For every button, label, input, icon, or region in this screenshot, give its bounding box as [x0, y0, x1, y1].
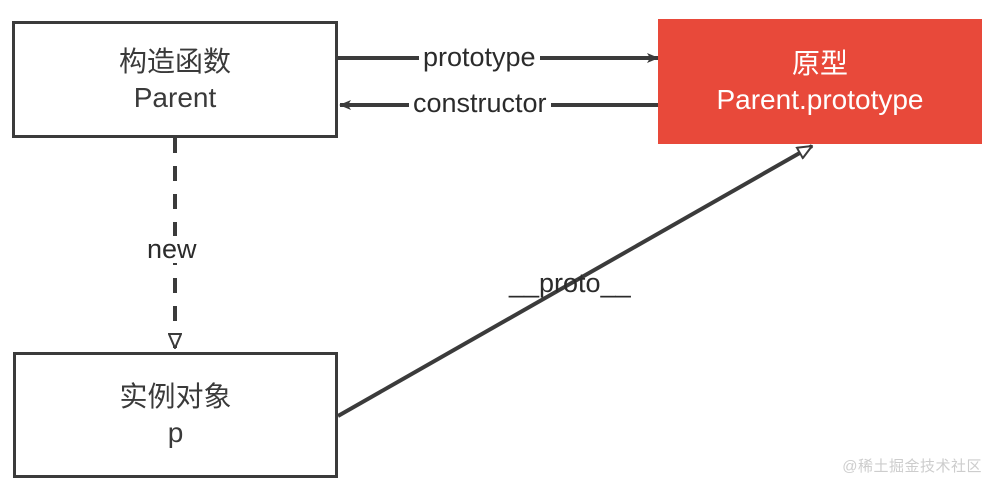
node-instance-line1: 实例对象: [119, 381, 232, 413]
node-prototype[interactable]: 原型 Parent.prototype: [658, 19, 982, 144]
node-instance-line2: p: [167, 417, 184, 448]
node-constructor[interactable]: 构造函数 Parent: [12, 21, 338, 138]
watermark: @稀土掘金技术社区: [842, 458, 982, 475]
node-constructor-line1: 构造函数: [118, 45, 231, 77]
edge-label-new: new: [143, 236, 201, 263]
edge-label-prototype: prototype: [419, 44, 540, 71]
node-instance[interactable]: 实例对象 p: [13, 352, 338, 478]
node-prototype-line2: Parent.prototype: [716, 83, 924, 115]
edge-label-proto: __proto__: [509, 268, 631, 298]
edge-proto: [337, 144, 812, 418]
node-prototype-line1: 原型: [791, 47, 848, 79]
edge-label-constructor: constructor: [409, 90, 551, 117]
node-constructor-line2: Parent: [133, 81, 217, 113]
